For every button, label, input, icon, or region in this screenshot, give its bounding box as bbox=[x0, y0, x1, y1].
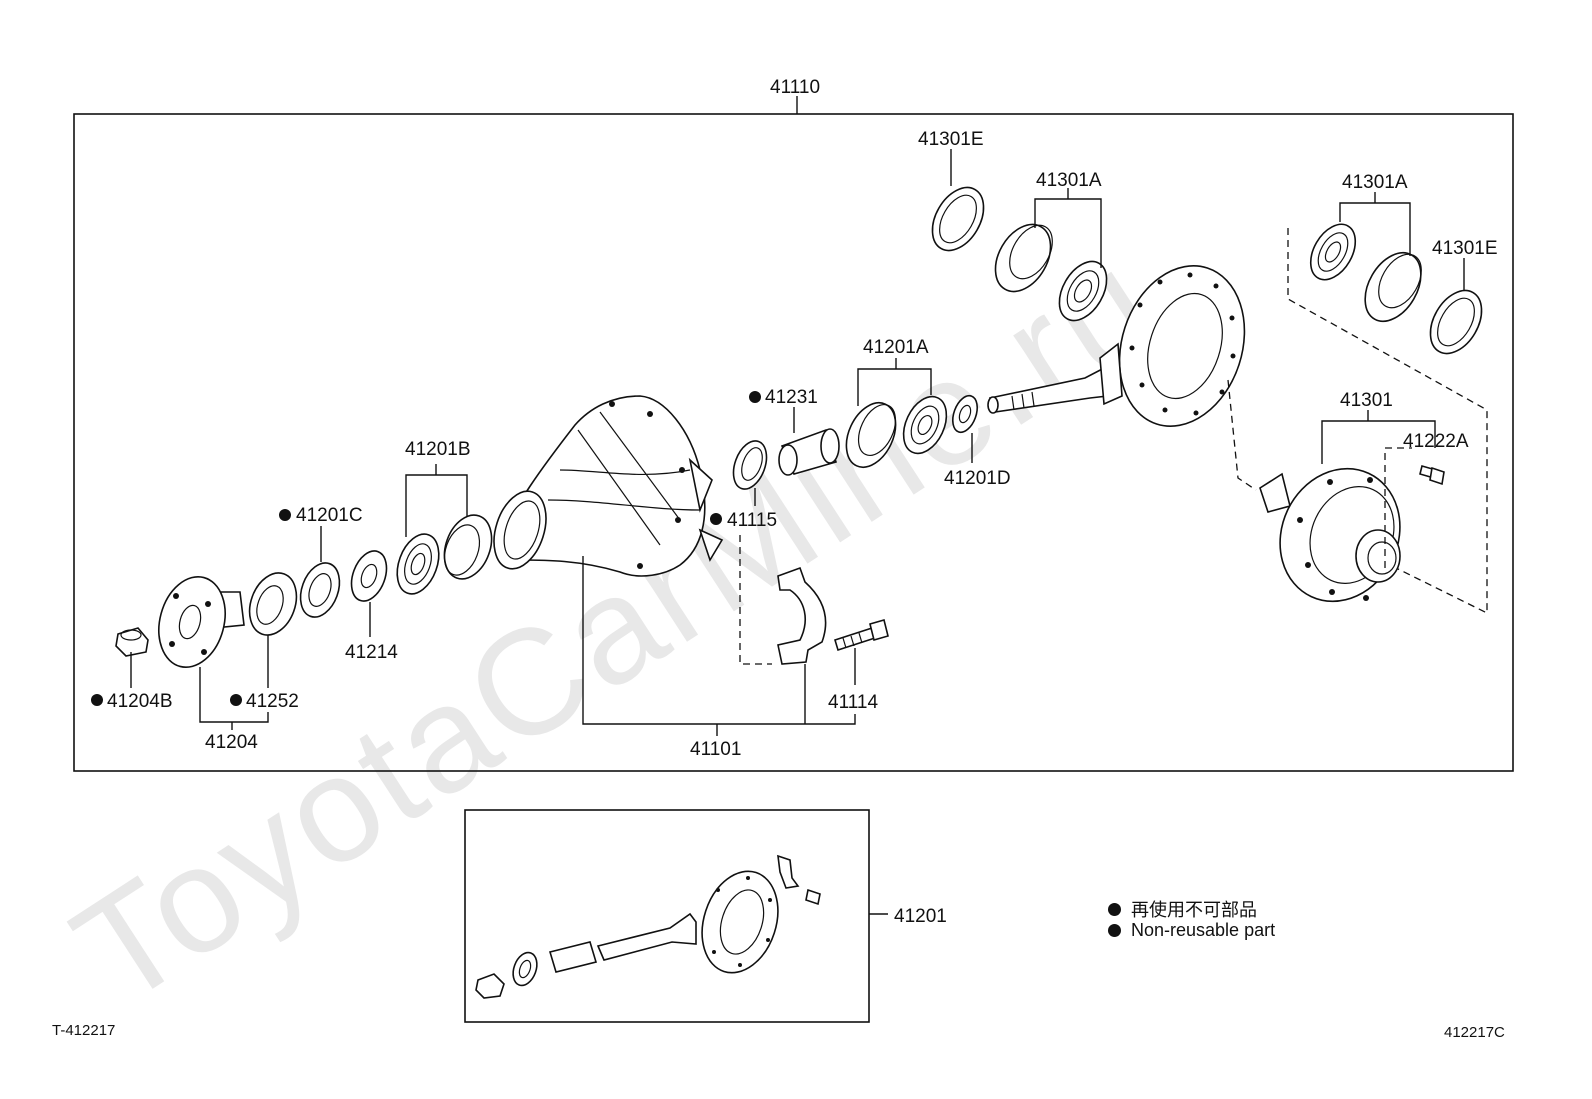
nonreusable-dot-41231 bbox=[749, 391, 761, 403]
part-41201C-icon bbox=[299, 562, 341, 618]
part-41301A-right-cup-icon bbox=[1364, 251, 1422, 323]
part-41301A-right-cone-icon bbox=[1309, 223, 1357, 281]
assembly-41201-preview-icon bbox=[475, 854, 821, 999]
footer-code-left: T-412217 bbox=[52, 1022, 116, 1039]
footer-code-right: 412217C bbox=[1444, 1024, 1505, 1041]
part-41114-bolt-icon bbox=[834, 619, 889, 652]
part-41204-flange-icon bbox=[158, 576, 245, 668]
assembly-box-41201 bbox=[464, 809, 870, 1023]
part-41301E-right-icon bbox=[1429, 289, 1483, 355]
label-41204B[interactable]: 41204B bbox=[107, 691, 173, 712]
label-41301A-left[interactable]: 41301A bbox=[1036, 170, 1102, 191]
label-41252[interactable]: 41252 bbox=[246, 691, 299, 712]
part-41214-icon bbox=[350, 550, 388, 602]
label-41201B[interactable]: 41201B bbox=[405, 439, 471, 460]
label-41201D[interactable]: 41201D bbox=[944, 468, 1011, 489]
nonreusable-dot-41204B bbox=[91, 694, 103, 706]
label-41222A[interactable]: 41222A bbox=[1403, 431, 1469, 452]
label-41101[interactable]: 41101 bbox=[690, 739, 741, 760]
legend-dot-icon bbox=[1108, 902, 1121, 916]
carrier-housing-icon bbox=[493, 395, 724, 577]
nonreusable-dot-41201C bbox=[279, 509, 291, 521]
label-41115[interactable]: 41115 bbox=[727, 510, 777, 531]
part-41222A-bolt-icon bbox=[1419, 465, 1445, 486]
legend-en: Non-reusable part bbox=[1108, 920, 1275, 941]
part-41231-icon bbox=[778, 428, 840, 476]
legend-dot-icon bbox=[1108, 924, 1121, 937]
label-41214[interactable]: 41214 bbox=[345, 642, 398, 663]
part-41201A-cup-icon bbox=[845, 402, 897, 468]
label-41201C[interactable]: 41201C bbox=[296, 505, 363, 526]
label-41301A-right[interactable]: 41301A bbox=[1342, 172, 1408, 193]
label-41201A[interactable]: 41201A bbox=[863, 337, 929, 358]
label-41301E-top[interactable]: 41301E bbox=[918, 129, 984, 150]
label-41110[interactable]: 41110 bbox=[770, 77, 820, 98]
part-41301-diff-case-icon bbox=[1259, 467, 1401, 603]
label-41301E-right[interactable]: 41301E bbox=[1432, 238, 1498, 259]
bearing-cap-icon bbox=[777, 566, 827, 665]
part-41301A-cup-icon bbox=[994, 223, 1053, 293]
ring-gear-icon bbox=[1118, 265, 1246, 427]
legend-jp: 再使用不可部品 bbox=[1108, 896, 1257, 922]
label-41301[interactable]: 41301 bbox=[1340, 390, 1393, 411]
nonreusable-dot-41252 bbox=[230, 694, 242, 706]
part-41201A-cone-icon bbox=[902, 395, 948, 455]
part-41201D-icon bbox=[951, 394, 979, 434]
pinion-shaft-icon bbox=[987, 342, 1123, 414]
label-41204[interactable]: 41204 bbox=[205, 732, 258, 753]
legend-en-text: Non-reusable part bbox=[1131, 920, 1276, 940]
legend-jp-text: 再使用不可部品 bbox=[1131, 900, 1257, 920]
part-41301A-cone-icon bbox=[1058, 260, 1108, 322]
part-41115-icon bbox=[732, 440, 768, 490]
label-41231[interactable]: 41231 bbox=[765, 387, 818, 408]
part-41301E-top-icon bbox=[931, 186, 985, 252]
part-41252-icon bbox=[248, 572, 298, 636]
part-41201B-cup-icon bbox=[443, 514, 493, 580]
nonreusable-dot-41115 bbox=[710, 513, 722, 525]
label-41114[interactable]: 41114 bbox=[828, 692, 878, 713]
part-41201B-cone-icon bbox=[396, 533, 440, 595]
assembly-box-41110 bbox=[73, 113, 1514, 772]
part-41204B-nut-icon bbox=[115, 627, 149, 657]
label-41201[interactable]: 41201 bbox=[894, 906, 947, 927]
